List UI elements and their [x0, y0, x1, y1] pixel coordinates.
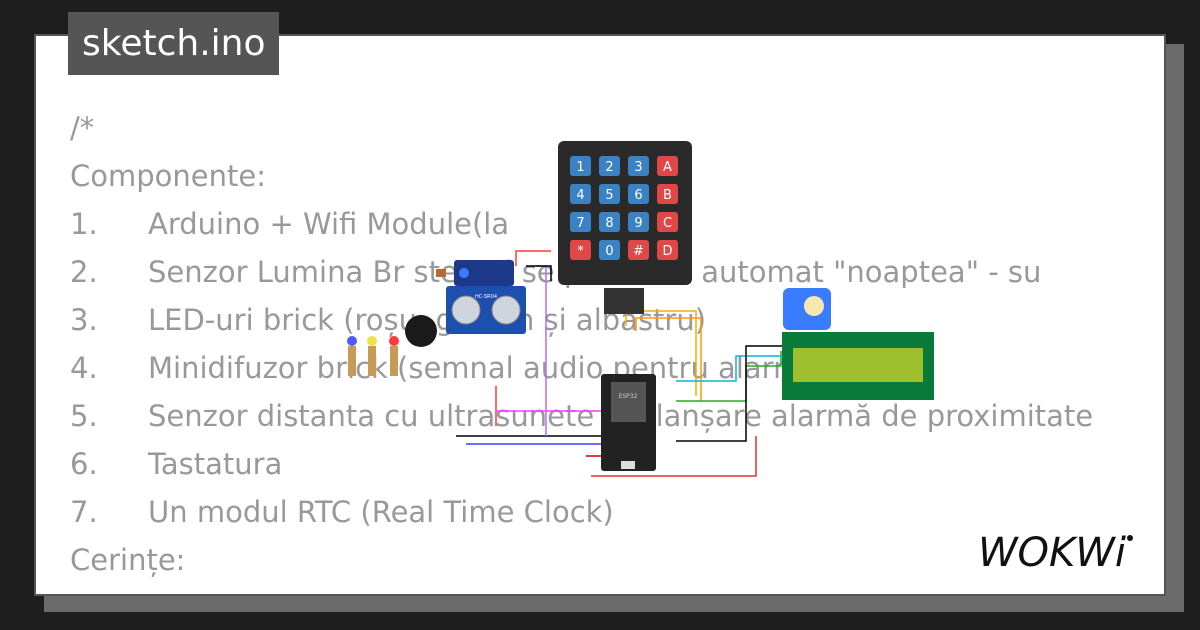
- wire-black-2: [676, 345, 786, 442]
- keypad-key: [599, 184, 620, 204]
- line-number: 4.: [70, 351, 98, 385]
- keypad-key-label: 4: [576, 188, 584, 203]
- ultrasonic-sensor: HC-SR04: [446, 286, 526, 334]
- wire-yellow-1: [625, 310, 697, 396]
- line-number: 7.: [70, 495, 98, 529]
- code-line: 6. Tastatura: [70, 440, 1134, 488]
- keypad-key-label: 8: [605, 216, 613, 231]
- line-number: 5.: [70, 399, 98, 433]
- keypad-key: [599, 212, 620, 232]
- wires: [456, 250, 786, 477]
- line-text: Arduino + Wifi Module(la: [148, 207, 510, 241]
- keypad-key: [570, 156, 591, 176]
- keypad-key-label: B: [663, 188, 672, 203]
- keypad-key-label: 7: [576, 216, 584, 231]
- keypad-key-label: *: [577, 244, 584, 259]
- keypad-key: [657, 240, 678, 260]
- wokwi-logo: WOKWi: [978, 530, 1133, 576]
- keypad-key: [628, 212, 649, 232]
- keypad-key: [599, 156, 620, 176]
- line-number: 2.: [70, 255, 98, 289]
- keypad-key: [657, 212, 678, 232]
- keypad-key-label: 3: [634, 160, 642, 175]
- keypad-key-label: 0: [605, 244, 613, 259]
- keypad: 1 2 3 A 4 5 6 B 7 8 9 C * 0 # D: [558, 141, 692, 314]
- light-sensor-module: [436, 260, 514, 286]
- keypad-key-label: C: [663, 216, 672, 231]
- wire-red-4: [515, 250, 551, 266]
- file-title: sketch.ino: [68, 12, 280, 75]
- keypad-key-label: 2: [605, 160, 613, 175]
- line-text: Cerințe:: [70, 543, 186, 577]
- keypad-key-label: 1: [576, 160, 584, 175]
- keypad-key-label: 6: [634, 188, 642, 203]
- keypad-key-label: D: [662, 244, 672, 259]
- code-line: Cerințe:: [70, 536, 1134, 584]
- buzzer-icon: [405, 315, 437, 347]
- line-text: Un modul RTC (Real Time Clock): [148, 495, 614, 529]
- wire-black-3: [526, 265, 552, 281]
- wire-orange-1: [635, 317, 702, 401]
- line-number: 1.: [70, 207, 98, 241]
- keypad-key-label: A: [663, 160, 672, 175]
- esp32-label: ESP32: [619, 393, 638, 400]
- line-text: Componente:: [70, 159, 266, 193]
- sensor-label: HC-SR04: [475, 294, 497, 300]
- keypad-key-label: 5: [605, 188, 613, 203]
- line-number: 6.: [70, 447, 98, 481]
- code-line: Componente:: [70, 152, 1134, 200]
- line-number: 3.: [70, 303, 98, 337]
- keypad-key: [599, 240, 620, 260]
- keypad-key: [628, 184, 649, 204]
- keypad-key: [570, 212, 591, 232]
- keypad-key: [628, 240, 649, 260]
- esp32-board: ESP32: [601, 374, 656, 471]
- keypad-key: [570, 240, 591, 260]
- keypad-key: [657, 184, 678, 204]
- keypad-key-label: 9: [634, 216, 642, 231]
- line-text: /*: [70, 111, 95, 145]
- keypad-key: [657, 156, 678, 176]
- line-text: Minidifuzor brick (semnal audio pentru a…: [148, 351, 831, 385]
- code-line: 1. Arduino + Wifi Module(la: [70, 200, 1134, 248]
- line-text: Tastatura: [148, 447, 283, 481]
- code-line: /*: [70, 104, 1134, 152]
- keypad-key: [628, 156, 649, 176]
- leds: [347, 336, 399, 376]
- wire-red-3: [591, 436, 757, 477]
- rtc-module: [783, 288, 831, 330]
- code-line: [70, 584, 1134, 594]
- svg-text:WOKWi: WOKWi: [978, 530, 1126, 576]
- wire-cyan-1: [676, 355, 786, 382]
- keypad-key-label: #: [633, 244, 644, 259]
- code-line: 4. Minidifuzor brick (semnal audio pentru…: [70, 344, 1134, 392]
- preview-card: /* Componente: 1. Arduino + Wifi Module(la 2…: [34, 34, 1166, 596]
- code-line: 7. Un modul RTC (Real Time Clock): [70, 488, 1134, 536]
- keypad-key: [570, 184, 591, 204]
- wire-green-1: [676, 351, 782, 402]
- lcd-display: [782, 332, 934, 400]
